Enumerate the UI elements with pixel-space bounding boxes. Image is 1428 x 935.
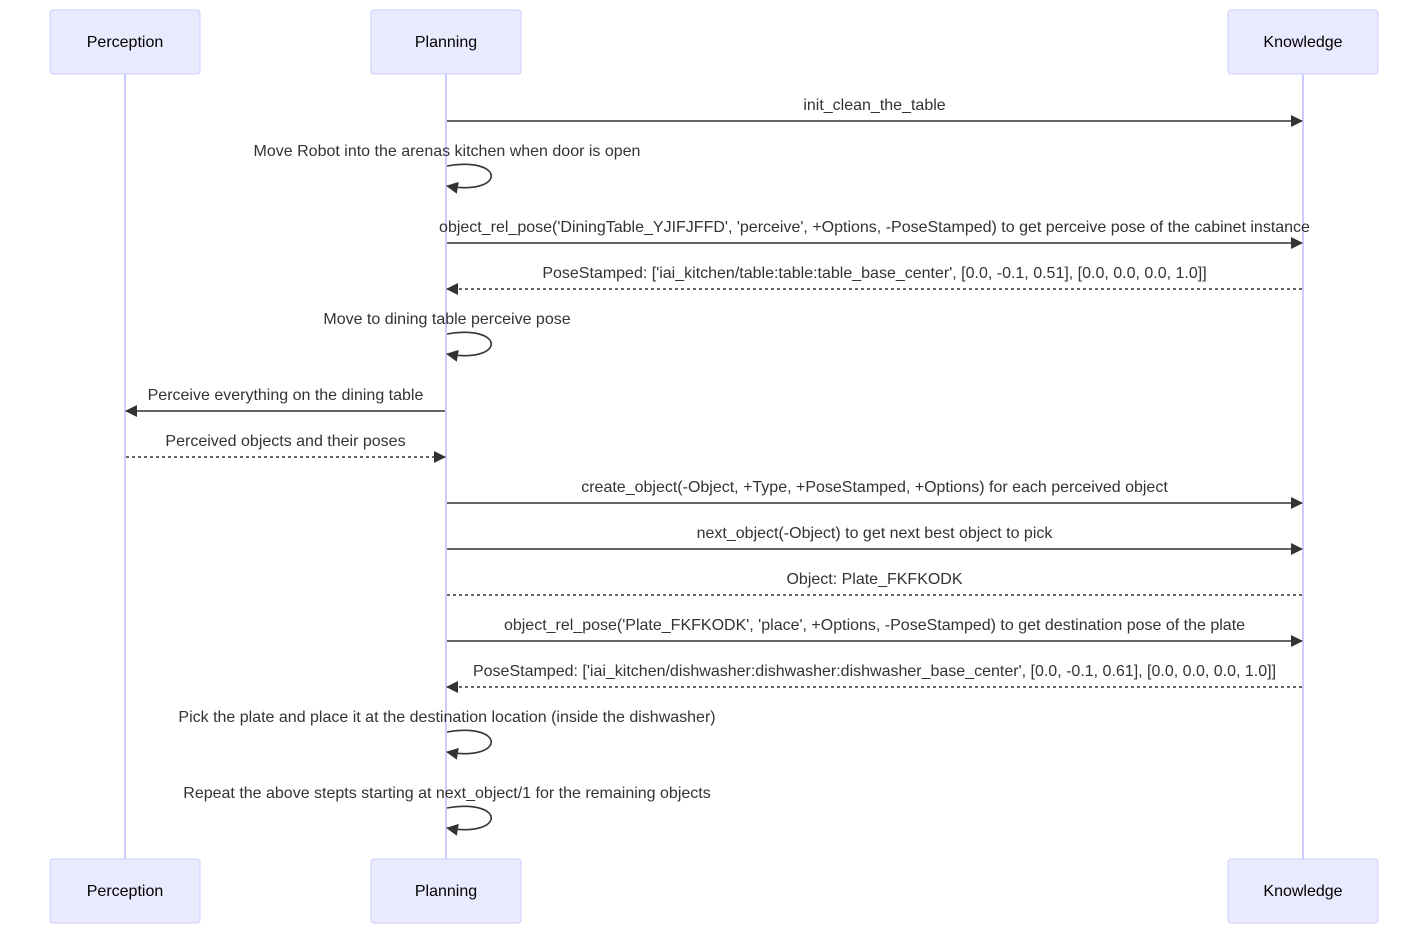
message-label: Move to dining table perceive pose bbox=[323, 311, 570, 328]
actor-box bbox=[1227, 858, 1379, 924]
actor-box bbox=[370, 858, 522, 924]
message-label: PoseStamped: ['iai_kitchen/table:table:t… bbox=[542, 265, 1206, 282]
message-7: Perceived objects and their poses bbox=[126, 433, 446, 463]
self-message-arrow bbox=[446, 729, 492, 760]
message-label: init_clean_the_table bbox=[803, 97, 945, 114]
message-4: PoseStamped: ['iai_kitchen/table:table:t… bbox=[446, 265, 1302, 295]
actor-perception-bottom: Perception bbox=[49, 858, 201, 924]
message-label: create_object(-Object, +Type, +PoseStamp… bbox=[581, 479, 1168, 496]
message-9: next_object(-Object) to get next best ob… bbox=[447, 525, 1303, 555]
actor-label: Perception bbox=[87, 34, 164, 51]
message-label: Repeat the above stepts starting at next… bbox=[183, 785, 710, 802]
message-label: next_object(-Object) to get next best ob… bbox=[697, 525, 1054, 542]
message-label: Pick the plate and place it at the desti… bbox=[178, 709, 715, 726]
message-13: Pick the plate and place it at the desti… bbox=[178, 709, 716, 760]
message-label: object_rel_pose('Plate_FKFKODK', 'place'… bbox=[504, 617, 1245, 634]
message-6: Perceive everything on the dining table bbox=[125, 387, 445, 417]
actor-box bbox=[49, 9, 201, 75]
message-label: Move Robot into the arenas kitchen when … bbox=[254, 143, 641, 160]
message-label: object_rel_pose('DiningTable_YJIFJFFD', … bbox=[439, 219, 1310, 236]
message-10: Object: Plate_FKFKODK bbox=[447, 571, 1302, 596]
actor-planning-top: Planning bbox=[370, 9, 522, 75]
actor-box bbox=[49, 858, 201, 924]
actor-planning-bottom: Planning bbox=[370, 858, 522, 924]
actor-knowledge-top: Knowledge bbox=[1227, 9, 1379, 75]
message-label: Object: Plate_FKFKODK bbox=[786, 571, 962, 588]
actor-label: Planning bbox=[415, 34, 477, 51]
message-label: Perceive everything on the dining table bbox=[148, 387, 424, 404]
self-message-arrow bbox=[446, 805, 492, 836]
message-1: init_clean_the_table bbox=[447, 97, 1303, 127]
actor-label: Planning bbox=[415, 883, 477, 900]
self-message-arrow bbox=[446, 163, 492, 194]
message-11: object_rel_pose('Plate_FKFKODK', 'place'… bbox=[447, 617, 1303, 647]
actor-label: Knowledge bbox=[1263, 34, 1342, 51]
message-14: Repeat the above stepts starting at next… bbox=[183, 785, 711, 836]
actor-label: Perception bbox=[87, 883, 164, 900]
actor-box bbox=[370, 9, 522, 75]
message-12: PoseStamped: ['iai_kitchen/dishwasher:di… bbox=[446, 663, 1302, 693]
message-2: Move Robot into the arenas kitchen when … bbox=[254, 143, 641, 194]
actor-perception-top: Perception bbox=[49, 9, 201, 75]
message-label: Perceived objects and their poses bbox=[165, 433, 405, 450]
self-message-arrow bbox=[446, 331, 492, 362]
message-8: create_object(-Object, +Type, +PoseStamp… bbox=[447, 479, 1303, 509]
message-5: Move to dining table perceive pose bbox=[323, 311, 571, 362]
actor-knowledge-bottom: Knowledge bbox=[1227, 858, 1379, 924]
actor-label: Knowledge bbox=[1263, 883, 1342, 900]
message-label: PoseStamped: ['iai_kitchen/dishwasher:di… bbox=[473, 663, 1276, 680]
actor-box bbox=[1227, 9, 1379, 75]
message-3: object_rel_pose('DiningTable_YJIFJFFD', … bbox=[439, 219, 1310, 249]
